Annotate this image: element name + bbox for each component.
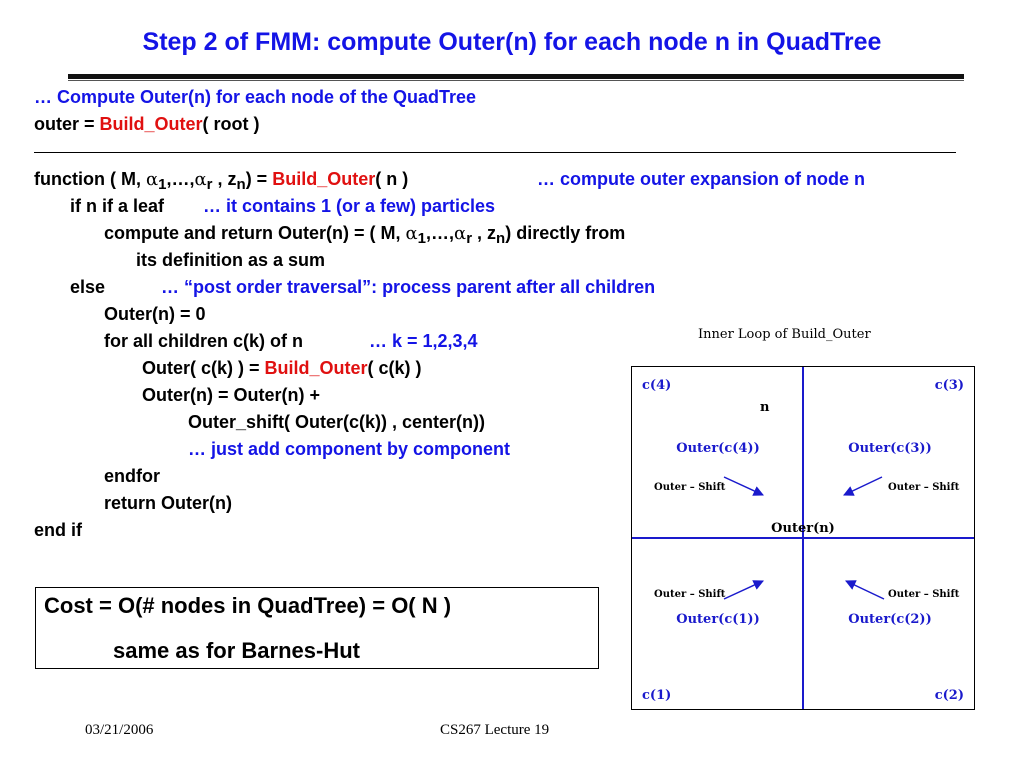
z-part: , z (472, 223, 497, 243)
title-rule (68, 74, 964, 79)
alpha-symbol: α (194, 169, 207, 190)
shift-label-br: Outer – Shift (888, 589, 960, 600)
shift-arrow-bl (723, 580, 764, 600)
endfor-keyword: endfor (104, 466, 160, 486)
build-outer-call: Build_Outer (99, 114, 203, 134)
outer-shift-call: Outer_shift( Outer(c(k)) , center(n)) (188, 412, 486, 432)
function-signature: function ( M, α1,…,αr , zn) = Build_Oute… (34, 168, 409, 193)
n-label: n (760, 400, 770, 415)
outer-ck-line: Outer( c(k) ) = Build_Outer( c(k) ) (142, 357, 422, 379)
endif-keyword: end if (34, 520, 82, 540)
subscript-1: 1 (417, 230, 427, 247)
intro-comment: … Compute Outer(n) for each node of the … (34, 87, 477, 107)
outer-c4-label: Outer(c(4)) (676, 441, 759, 456)
outer-c1-label: Outer(c(1)) (676, 612, 759, 627)
directly-from: ) directly from (505, 223, 626, 243)
shift-label-tr: Outer – Shift (888, 482, 960, 493)
c2-label: c(2) (935, 688, 964, 703)
ellipsis: ,…, (166, 169, 195, 189)
outer-prefix: outer = (34, 114, 100, 134)
if-leaf-comment: … it contains 1 (or a few) particles (203, 196, 496, 216)
title-rule-thin (68, 80, 964, 81)
shift-comment: … just add component by component (188, 439, 511, 459)
alpha-symbol: α (405, 223, 418, 244)
c1-label: c(1) (642, 688, 671, 703)
shift-label-bl: Outer – Shift (654, 589, 726, 600)
quadtree-svg: c(4) c(3) c(1) c(2) n Outer(c(4)) Outer(… (632, 367, 974, 709)
shift-arrow-tr (843, 476, 883, 496)
footer-date: 03/21/2006 (85, 722, 154, 738)
fn-args: ( n ) (375, 169, 409, 189)
subscript-n: n (496, 230, 506, 247)
alpha-symbol: α (145, 169, 159, 190)
outer-n-label: Outer(n) (771, 521, 835, 536)
build-outer-name: Build_Outer (264, 358, 368, 378)
fn-prefix: function ( M, (34, 169, 146, 189)
outer-sum: Outer(n) = Outer(n) + (142, 385, 321, 405)
fn-comment: … compute outer expansion of node n (537, 169, 866, 189)
subscript-r: r (206, 176, 213, 193)
c4-label: c(4) (642, 378, 671, 393)
diagram-title: Inner Loop of Build_Outer (698, 327, 871, 342)
subscript-1: 1 (158, 176, 167, 193)
outer-suffix: ( root ) (202, 114, 260, 134)
outer-c2-label: Outer(c(2)) (848, 612, 931, 627)
outer-assign-line: outer = Build_Outer( root ) (34, 113, 260, 135)
subscript-r: r (466, 230, 473, 247)
outer-ck-prefix: Outer( c(k) ) = (142, 358, 265, 378)
slide-title: Step 2 of FMM: compute Outer(n) for each… (142, 28, 882, 56)
ellipsis: ,…, (426, 223, 455, 243)
for-comment: … k = 1,2,3,4 (369, 331, 478, 351)
footer-lecture: CS267 Lecture 19 (440, 722, 550, 738)
else-comment: … “post order traversal”: process parent… (161, 277, 656, 297)
compute-return-line: compute and return Outer(n) = ( M, α1,…,… (104, 222, 626, 247)
cost-box: Cost = O(# nodes in QuadTree) = O( N ) s… (35, 587, 599, 669)
cost-line: Cost = O(# nodes in QuadTree) = O( N ) (44, 593, 452, 618)
compute-return: compute and return Outer(n) = ( M, (104, 223, 406, 243)
z-part: , z (212, 169, 237, 189)
its-definition: its definition as a sum (136, 250, 326, 270)
cost-comparison: same as for Barnes-Hut (113, 638, 360, 663)
outer-ck-suffix: ( c(k) ) (367, 358, 422, 378)
shift-label-tl: Outer – Shift (654, 482, 726, 493)
shift-arrow-tl (723, 476, 764, 496)
outer-c3-label: Outer(c(3)) (848, 441, 931, 456)
else-keyword: else (70, 277, 106, 297)
c3-label: c(3) (935, 378, 964, 393)
outer-zero: Outer(n) = 0 (104, 304, 206, 324)
shift-arrow-br (845, 580, 885, 600)
build-outer-name: Build_Outer (272, 169, 376, 189)
if-leaf: if n if a leaf (70, 196, 165, 216)
for-all-children: for all children c(k) of n (104, 331, 304, 351)
equals: ) = (245, 169, 273, 189)
subscript-n: n (236, 176, 246, 193)
alpha-symbol: α (454, 223, 467, 244)
quadtree-diagram: c(4) c(3) c(1) c(2) n Outer(c(4)) Outer(… (631, 366, 975, 710)
section-divider (34, 152, 956, 153)
return-outer: return Outer(n) (104, 493, 232, 513)
